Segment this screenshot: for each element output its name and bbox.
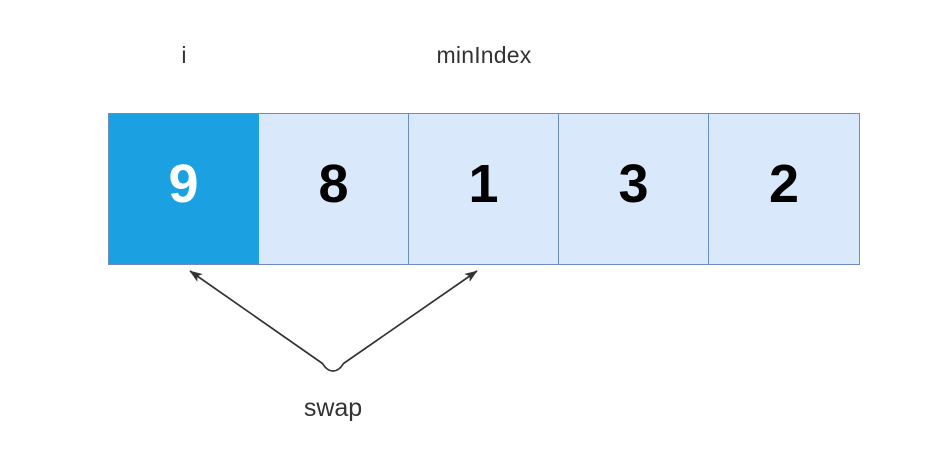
array-cell-value-2: 1: [468, 154, 499, 214]
array-cell-value-1: 8: [318, 154, 349, 214]
array-cell-value-3: 3: [618, 154, 649, 214]
swap-arrow-left: [189, 270, 334, 372]
swap-arrow-right: [332, 270, 478, 372]
array-cell-4[interactable]: 2: [709, 114, 859, 264]
array-cell-3[interactable]: 3: [559, 114, 709, 264]
pointer-label-i: i: [181, 42, 187, 68]
pointer-label-minindex: minIndex: [436, 42, 532, 68]
array-container: 9 8 1 3 2: [108, 113, 860, 265]
array-cell-1[interactable]: 8: [259, 114, 409, 264]
array-cell-0[interactable]: 9: [109, 114, 259, 264]
array-cell-value-0: 9: [168, 154, 199, 214]
array-cell-value-4: 2: [768, 154, 800, 214]
swap-label: swap: [303, 394, 363, 422]
array-cell-2[interactable]: 1: [409, 114, 559, 264]
